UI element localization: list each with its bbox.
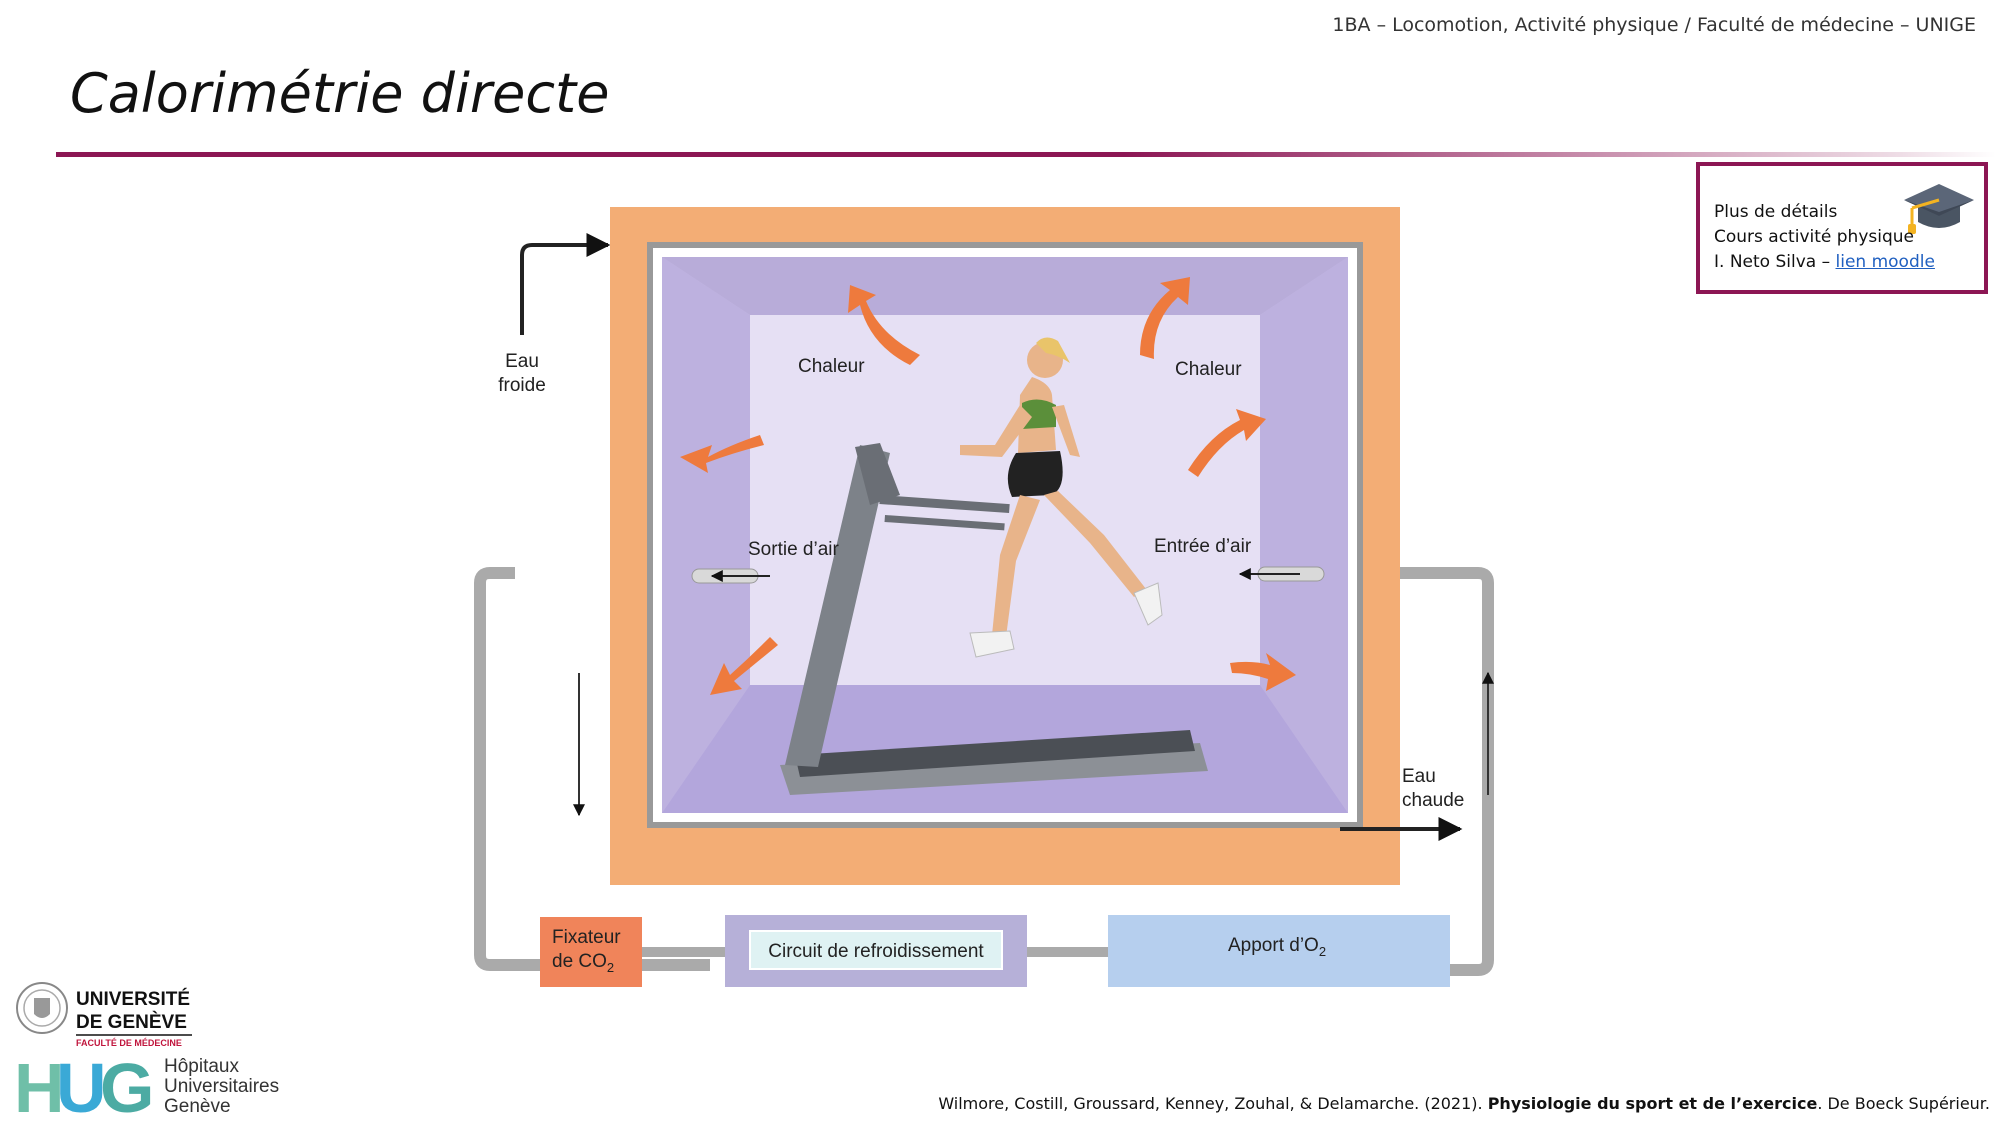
info-line-details: Plus de détails xyxy=(1714,202,1838,222)
info-line-course: Cours activité physique xyxy=(1714,227,1914,247)
info-line-author: I. Neto Silva – lien moodle xyxy=(1714,250,1935,275)
svg-text:H: H xyxy=(14,1052,65,1118)
unige-name-line1: UNIVERSITÉ xyxy=(76,988,190,1010)
air-out-label: Sortie d’air xyxy=(748,539,839,560)
info-text: Plus de détails Cours activité physique … xyxy=(1714,200,1935,275)
reference-publisher: . De Boeck Supérieur. xyxy=(1817,1094,1990,1113)
heat-left-label: Chaleur xyxy=(798,356,865,377)
unige-logo: UNIVERSITÉ DE GENÈVE FACULTÉ DE MÉDECINE xyxy=(14,980,204,1053)
title-divider xyxy=(56,152,1996,157)
o2-supply-label: Apport d’O2 xyxy=(1228,935,1326,959)
info-author: I. Neto Silva – xyxy=(1714,252,1836,272)
svg-text:G: G xyxy=(100,1052,154,1118)
co2-fixer-box xyxy=(540,917,642,987)
runner-figure xyxy=(960,337,1163,658)
air-in-label: Entrée d’air xyxy=(1154,536,1252,557)
hug-name-line3: Genève xyxy=(164,1096,231,1117)
info-box: Plus de détails Cours activité physique … xyxy=(1696,162,1988,294)
cooling-circuit-label: Circuit de refroidissement xyxy=(768,941,984,962)
hug-logo: H U G Hôpitaux Universitaires Genève xyxy=(14,1049,284,1125)
o2-supply-box xyxy=(1108,915,1450,987)
heat-right-label: Chaleur xyxy=(1175,359,1242,380)
course-header: 1BA – Locomotion, Activité physique / Fa… xyxy=(1332,14,1976,36)
reference-citation: Wilmore, Costill, Groussard, Kenney, Zou… xyxy=(938,1094,1990,1113)
reference-authors: Wilmore, Costill, Groussard, Kenney, Zou… xyxy=(938,1094,1488,1113)
hug-name-line2: Universitaires xyxy=(164,1076,279,1097)
hug-name-line1: Hôpitaux xyxy=(164,1056,239,1077)
treadmill xyxy=(780,443,1208,795)
unige-name-line2: DE GENÈVE xyxy=(76,1011,187,1033)
reference-title: Physiologie du sport et de l’exercice xyxy=(1487,1094,1818,1113)
heat-arrows xyxy=(680,277,1296,695)
slide-title: Calorimétrie directe xyxy=(70,62,610,125)
graduation-cap-icon xyxy=(1900,176,1978,243)
cold-water-pipe xyxy=(520,233,611,335)
unige-faculty: FACULTÉ DE MÉDECINE xyxy=(76,1038,182,1048)
return-pipe-left xyxy=(474,567,710,971)
svg-text:U: U xyxy=(56,1052,107,1118)
moodle-link[interactable]: lien moodle xyxy=(1835,252,1935,272)
